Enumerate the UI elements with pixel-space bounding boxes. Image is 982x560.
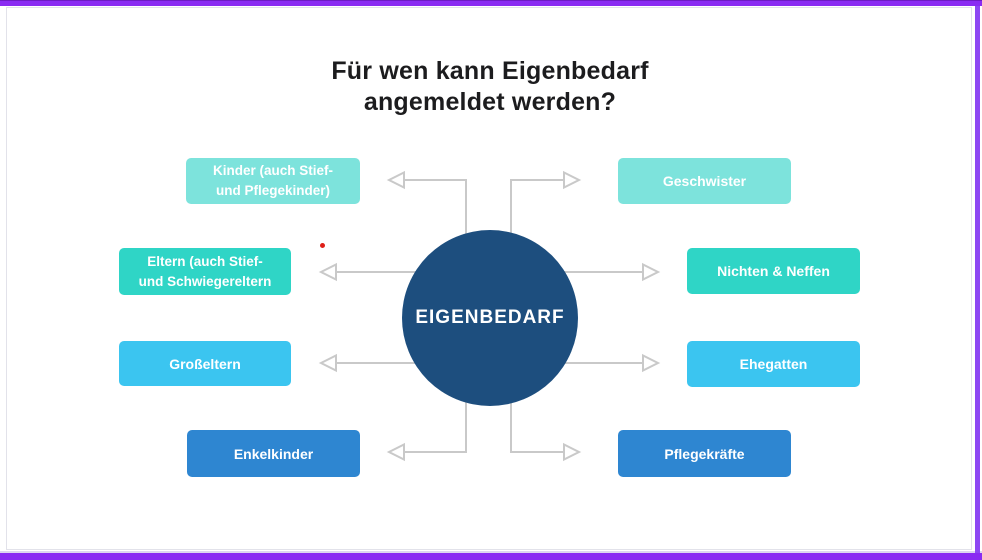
node-grosseltern[interactable]: Großeltern <box>119 341 291 386</box>
arrowhead-bottom-left-icon <box>386 442 405 462</box>
node-label: Ehegatten <box>739 356 808 372</box>
node-label: Pflegekräfte <box>664 445 745 462</box>
node-label: Nichten & Neffen <box>717 263 830 279</box>
node-pflegekraefte[interactable]: Pflegekräfte <box>618 430 791 477</box>
selection-frame-top <box>0 0 982 6</box>
page-title-line2: angemeldet werden? <box>363 88 617 116</box>
node-enkelkinder[interactable]: Enkelkinder <box>187 430 360 477</box>
node-geschwister[interactable]: Geschwister <box>618 158 791 204</box>
arrowhead-low-left-icon <box>318 353 337 373</box>
node-label: Eltern (auch Stief-und Schwiegereltern <box>138 253 272 289</box>
arrowhead-top-left-icon <box>386 170 405 190</box>
node-label: Geschwister <box>662 173 747 189</box>
selection-frame-right <box>975 6 980 553</box>
arrowhead-bottom-right-icon <box>563 442 582 462</box>
center-node-label: EIGENBEDARF <box>415 307 565 328</box>
selection-frame-bottom <box>0 553 982 560</box>
arrowhead-low-right-icon <box>642 353 661 373</box>
page-title-line1: Für wen kann Eigenbedarf <box>331 57 649 85</box>
arrowhead-mid-right-icon <box>642 262 661 282</box>
node-label: Enkelkinder <box>233 445 314 462</box>
arrowhead-top-right-icon <box>563 170 582 190</box>
node-kinder[interactable]: Kinder (auch Stief-und Pflegekinder) <box>186 158 360 204</box>
node-nichten-neffen[interactable]: Nichten & Neffen <box>687 248 860 294</box>
arrowhead-mid-left-icon <box>318 262 337 282</box>
selection-frame-bottom-inner <box>0 551 982 553</box>
node-label: Großeltern <box>169 355 241 372</box>
center-node-eigenbedarf[interactable]: EIGENBEDARF <box>402 230 578 406</box>
node-ehegatten[interactable]: Ehegatten <box>687 341 860 387</box>
node-label: Kinder (auch Stief-und Pflegekinder) <box>212 163 333 198</box>
page-title[interactable]: Für wen kann Eigenbedarf angemeldet werd… <box>0 56 980 118</box>
red-annotation-dot <box>320 243 325 248</box>
node-eltern[interactable]: Eltern (auch Stief-und Schwiegereltern <box>119 248 291 295</box>
